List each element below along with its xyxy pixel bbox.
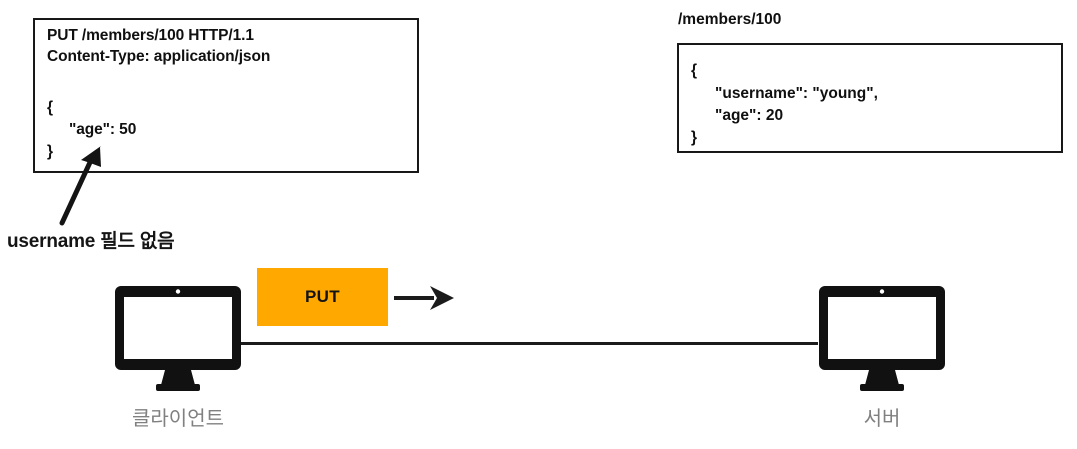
resource-username-field: "username": "young", bbox=[715, 85, 878, 102]
request-body-age-field: "age": 50 bbox=[69, 121, 137, 138]
http-request-box: PUT /members/100 HTTP/1.1 Content-Type: … bbox=[33, 18, 419, 173]
resource-body-close-brace: } bbox=[691, 129, 698, 146]
client-node-label: 클라이언트 bbox=[132, 408, 224, 430]
server-monitor-icon bbox=[819, 286, 945, 391]
resource-state-box: { "username": "young", "age": 20 } bbox=[677, 43, 1063, 153]
http-method-label: PUT bbox=[305, 287, 340, 306]
server-node-label: 서버 bbox=[863, 408, 901, 430]
annotation-label: username 필드 없음 bbox=[7, 231, 175, 252]
http-method-badge: PUT bbox=[257, 268, 388, 326]
client-monitor-icon bbox=[115, 286, 241, 391]
request-start-line: PUT /members/100 HTTP/1.1 bbox=[47, 27, 254, 44]
resource-body-open-brace: { bbox=[691, 62, 698, 79]
network-connection-line bbox=[228, 342, 818, 345]
resource-path-label: /members/100 bbox=[678, 11, 782, 28]
flow-direction-arrow-icon bbox=[394, 286, 454, 310]
resource-age-field: "age": 20 bbox=[715, 107, 784, 124]
request-body-close-brace: } bbox=[47, 143, 53, 160]
request-body-open-brace: { bbox=[47, 99, 53, 116]
request-content-type: Content-Type: application/json bbox=[47, 48, 271, 65]
